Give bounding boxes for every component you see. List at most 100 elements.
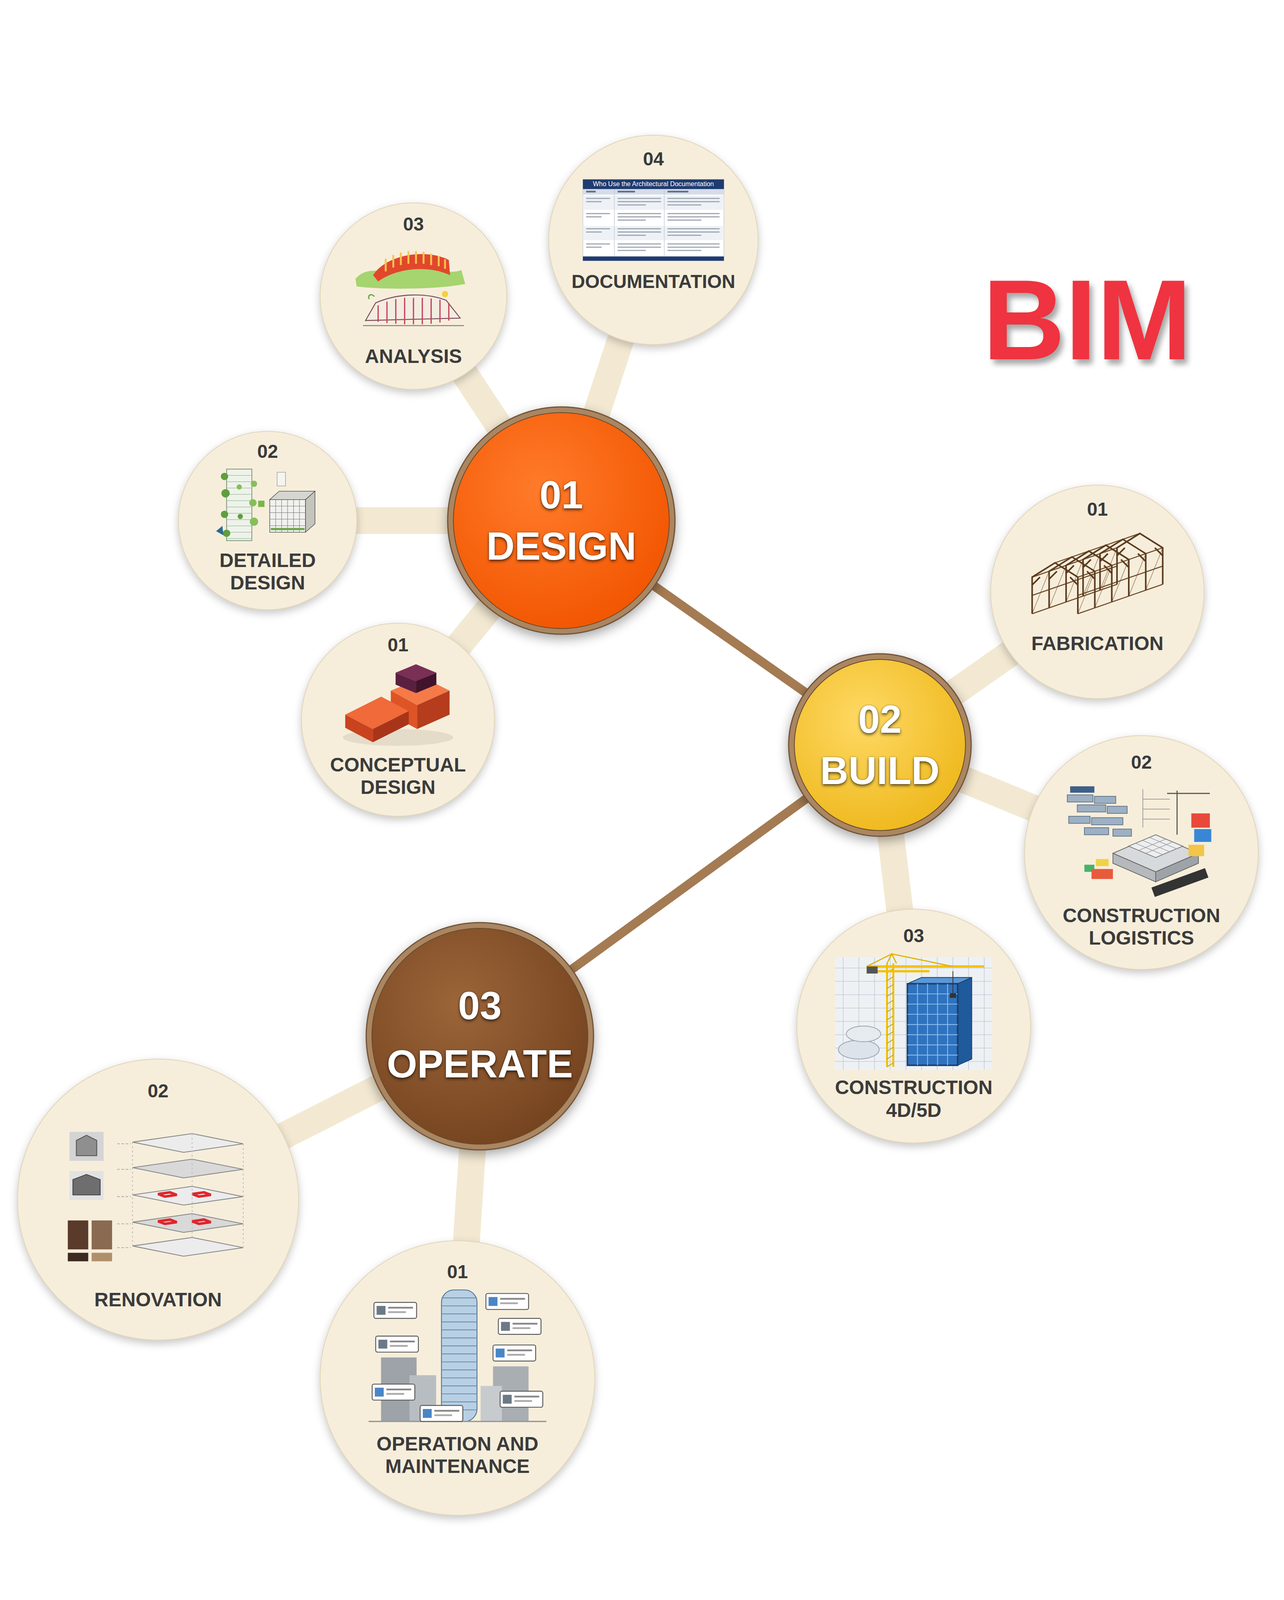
detail-illustration-part <box>269 499 306 533</box>
logistics-illustration-part <box>1193 828 1212 842</box>
topic-stem <box>465 374 499 425</box>
crane-illustration-part <box>907 983 958 1066</box>
reno-illustration-part <box>67 1220 88 1250</box>
step-number: 01 <box>1086 499 1108 520</box>
fab-illustration-part <box>1032 547 1164 614</box>
logistics-illustration-part <box>1084 827 1109 835</box>
ops-illustration-part <box>500 1391 544 1408</box>
step-number: 04 <box>642 148 664 170</box>
docs-illustration-part <box>617 190 636 193</box>
topic-disc-part <box>1024 735 1259 970</box>
detail-illustration-part <box>269 499 306 533</box>
fab-illustration-part <box>1032 533 1164 614</box>
table-header-text: Who Use the Architectural Documentation <box>592 180 714 188</box>
docs-illustration-part <box>667 246 720 249</box>
reno-illustration-part <box>132 1133 244 1153</box>
step-number: 01 <box>446 1261 468 1283</box>
ops-illustration-part <box>512 1327 531 1329</box>
ops-illustration-part <box>441 1290 478 1422</box>
ops-illustration-part <box>386 1388 412 1391</box>
reno-illustration-part <box>192 1192 212 1197</box>
ops-illustration-part <box>434 1409 460 1412</box>
topic-stem <box>283 1088 379 1136</box>
crane-illustration-part <box>835 957 993 1071</box>
ops-illustration-part <box>386 1393 405 1395</box>
phase-disc <box>446 406 676 636</box>
docs-illustration-part <box>617 213 662 215</box>
topic-circle: 02CONSTRUCTION LOGISTICS <box>1024 735 1259 970</box>
ops-illustration-part <box>389 1340 415 1343</box>
topic-stem <box>955 653 1010 692</box>
detail-illustration-part <box>305 491 315 533</box>
docs-illustration-part <box>582 179 724 190</box>
docs-illustration-part <box>617 204 646 206</box>
reno-illustration-part <box>158 1219 177 1224</box>
step-number: 02 <box>257 441 278 462</box>
ops-illustration-part <box>502 1394 512 1404</box>
docs-illustration-part <box>617 246 662 249</box>
crane-illustration-part <box>887 963 894 1067</box>
topic-stem <box>890 836 900 910</box>
ops-illustration-part <box>419 1405 463 1422</box>
logistics-illustration-part <box>1191 813 1210 828</box>
docs-illustration-part <box>586 190 596 193</box>
reno-illustration-part <box>91 1253 113 1262</box>
logistics-illustration-part <box>1067 794 1093 802</box>
logistics-illustration-part <box>1112 828 1132 836</box>
ops-illustration-part <box>422 1409 432 1419</box>
reno-illustration-part <box>117 1143 131 1248</box>
concept-illustration <box>342 664 454 746</box>
step-name: CONCEPTUAL DESIGN <box>329 753 467 799</box>
docs-illustration-part <box>667 201 720 203</box>
topic-circle: 02RENOVATION <box>17 1058 300 1341</box>
concept-illustration-part <box>395 672 416 693</box>
ops-illustration-part <box>378 1339 388 1349</box>
docs-illustration-part <box>617 197 662 200</box>
step-name: DOCUMENTATION <box>570 270 737 293</box>
docs-illustration-part <box>667 190 689 193</box>
detail-illustration-part <box>215 525 224 536</box>
logistics-illustration-part <box>1095 859 1109 867</box>
topic-disc-part <box>548 135 759 345</box>
step-number: 03 <box>402 213 424 235</box>
reno-illustration-part <box>132 1133 244 1248</box>
ops-illustration-part <box>373 1302 417 1319</box>
phase-disc-part <box>447 406 675 635</box>
analysis-illustration-part <box>378 297 449 325</box>
ops-illustration-part <box>389 1345 408 1347</box>
topic-stem <box>597 339 621 412</box>
phase-number: 02 <box>858 699 902 739</box>
docs-illustration-part <box>617 228 662 230</box>
topic-disc-part <box>301 623 495 817</box>
phase-link <box>572 799 806 970</box>
ops-illustration-part <box>441 1297 478 1410</box>
docs-illustration-part <box>582 256 724 262</box>
logistics-illustration-part <box>1135 837 1177 855</box>
phase-number: 03 <box>458 986 502 1026</box>
docs-illustration-part <box>586 243 611 245</box>
docs-illustration-part <box>617 201 662 203</box>
concept-illustration-part <box>417 690 450 730</box>
reno-illustration-part <box>67 1253 88 1262</box>
ops-illustration-part <box>376 1305 386 1315</box>
detail-illustration-part <box>221 489 230 498</box>
topic-circle: 03ANALYSIS <box>319 202 508 390</box>
topic-disc-part <box>990 485 1205 699</box>
crane-illustration-part <box>957 977 972 1066</box>
logistics-illustration-part <box>1094 796 1116 804</box>
topic-stem <box>466 1150 473 1241</box>
detail-illustration-part <box>258 500 265 507</box>
docs-illustration-part <box>617 250 646 252</box>
step-number: 03 <box>903 925 924 947</box>
docs-illustration-part <box>582 189 724 195</box>
reno-illustration-part <box>76 1135 97 1156</box>
phase-name: BUILD <box>820 751 940 791</box>
diagram-title: BIM <box>982 262 1192 377</box>
phase-disc <box>787 652 972 838</box>
detail-illustration-part <box>220 472 229 481</box>
docs-illustration-part <box>667 219 702 221</box>
ops-illustration-part <box>388 1311 407 1313</box>
detail-illustration-part <box>226 475 252 539</box>
